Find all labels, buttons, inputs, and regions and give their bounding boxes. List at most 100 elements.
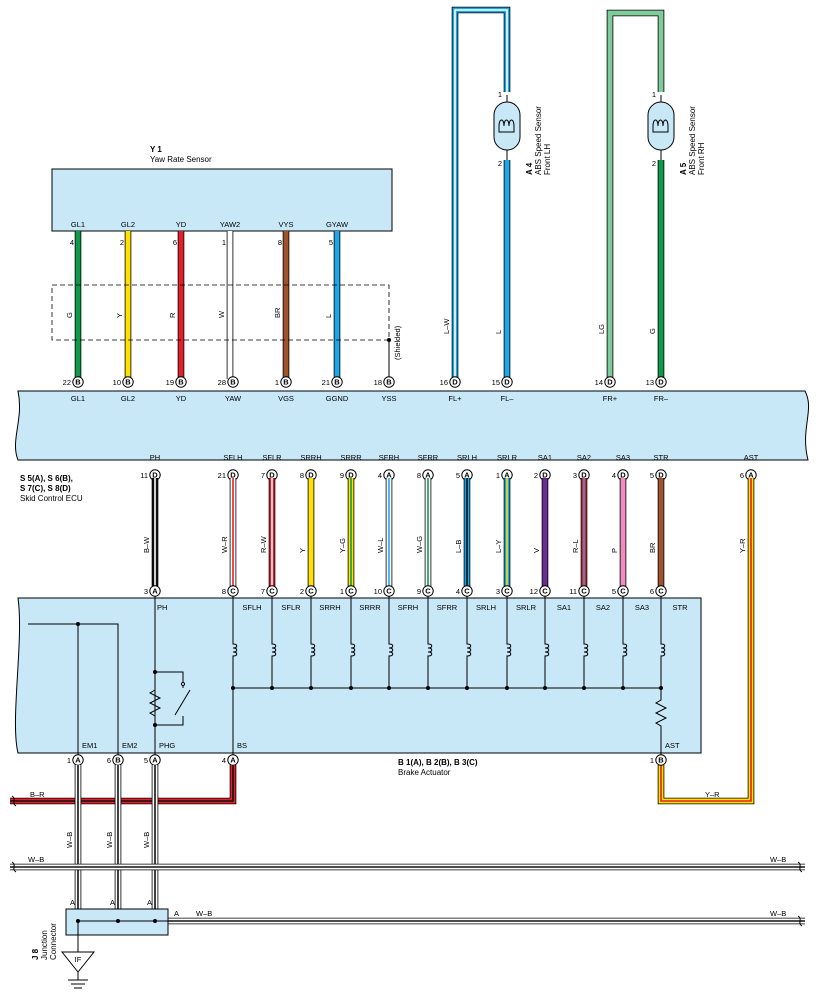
ecu-top-pin-8: D	[501, 376, 513, 388]
ground-symbol	[60, 951, 96, 973]
actuator-top-pin-0: A	[149, 585, 161, 597]
svg-text:A: A	[464, 471, 470, 480]
yaw-wire-label-0: G	[65, 312, 74, 318]
ecu-top-pin-label-2: YD	[176, 394, 187, 403]
yr-wire-label: Y–R	[705, 790, 720, 799]
ecu-bottom-pin-label-11: SA3	[616, 453, 630, 462]
actuator-box	[14, 597, 702, 754]
speed-sensor-0-wire-left-label: L–W	[442, 318, 451, 334]
yaw-pin-label-0: GL1	[71, 220, 85, 229]
ecu-bottom-pin-label-13: AST	[744, 453, 759, 462]
speed-sensor-1-wire-plus	[606, 9, 665, 379]
junction-pin-label-out: A	[174, 909, 179, 918]
br-wire	[10, 765, 237, 805]
svg-text:D: D	[658, 378, 664, 387]
actuator-bottom-label-0: EM1	[82, 741, 97, 750]
svg-text:D: D	[452, 378, 458, 387]
svg-text:B: B	[658, 756, 664, 765]
yaw-pin-num-2: 6	[173, 238, 177, 247]
svg-text:B: B	[230, 378, 236, 387]
svg-text:D: D	[620, 471, 626, 480]
svg-text:A: A	[425, 471, 431, 480]
speed-sensor-1-pin-bottom: 2	[652, 159, 656, 168]
svg-text:D: D	[607, 378, 613, 387]
mid-wire-label-6: W–G	[415, 536, 424, 553]
ecu-bottom-pin-9: D	[539, 469, 551, 481]
wb-bus-1-right-label: W–B	[770, 855, 786, 864]
actuator-top-pin-label-10: SA2	[596, 603, 610, 612]
ecu-bottom-pin-num-0: 11	[140, 471, 148, 480]
actuator-top-pin-label-2: SFLR	[281, 603, 301, 612]
ecu-bottom-pin-num-12: 5	[650, 471, 654, 480]
actuator-code: B 1(A), B 2(B), B 3(C)	[398, 758, 478, 767]
actuator-bottom-label-3: BS	[237, 741, 247, 750]
actuator-top-pin-label-3: SRRH	[319, 603, 340, 612]
actuator-top-pin-num-8: 3	[496, 587, 500, 596]
mid-wire-label-3: Y	[298, 548, 307, 553]
ecu-top-pin-num-7: 16	[440, 378, 448, 387]
ecu-bottom-pin-num-9: 2	[534, 471, 538, 480]
svg-text:D: D	[269, 471, 275, 480]
ecu-top-pin-num-9: 14	[595, 378, 603, 387]
actuator-top-pin-label-6: SFRR	[437, 603, 458, 612]
yaw-wire-label-3: W	[217, 310, 226, 318]
yaw-pin-label-4: VYS	[278, 220, 293, 229]
svg-text:C: C	[542, 587, 548, 596]
ecu-top-pin-label-3: YAW	[225, 394, 242, 403]
ecu-name: Skid Control ECU	[20, 494, 83, 503]
ecu-top-pin-label-4: VGS	[278, 394, 294, 403]
shield-enclosure	[51, 284, 390, 341]
actuator-top-pin-6: C	[422, 585, 434, 597]
svg-text:C: C	[581, 587, 587, 596]
ecu-top-pin-label-7: FL+	[448, 394, 462, 403]
svg-text:D: D	[504, 378, 510, 387]
svg-text:C: C	[504, 587, 510, 596]
svg-text:D: D	[581, 471, 587, 480]
yaw-wire-label-5: L	[324, 314, 333, 318]
actuator-top-pin-num-12: 6	[650, 587, 654, 596]
actuator-top-pin-label-0: PH	[157, 603, 167, 612]
ecu-bottom-pin-label-9: SA1	[538, 453, 552, 462]
ecu-bottom-pin-num-13: 6	[740, 471, 744, 480]
mid-wire-label-2: R–W	[259, 535, 268, 553]
actuator-bottom-label-1: EM2	[122, 741, 137, 750]
ecu-bottom-pin-num-2: 7	[261, 471, 265, 480]
ecu-bottom-pin-13: A	[745, 469, 757, 481]
actuator-top-pin-3: C	[305, 585, 317, 597]
actuator-internal-circuit: AST	[28, 596, 680, 760]
ecu-bottom-pin-6: A	[422, 469, 434, 481]
yaw-pin-num-0: 4	[70, 238, 74, 247]
speed-sensor-0-wire-plus	[451, 6, 511, 379]
ecu-top-pin-num-8: 15	[492, 378, 500, 387]
svg-text:A: A	[75, 756, 81, 765]
ecu-bottom-pin-num-3: 8	[300, 471, 304, 480]
actuator-top-pin-12: C	[655, 585, 667, 597]
ecu-top-pin-4: B	[280, 376, 292, 388]
ecu-top-pin-num-5: 21	[322, 378, 330, 387]
junction-name2: Connector	[49, 923, 58, 960]
wb-bus-2-right-label: W–B	[770, 909, 786, 918]
speed-sensor-1-code: A 5	[679, 162, 688, 175]
actuator-bottom-pin-num-2: 5	[144, 756, 148, 765]
ecu-top-pin-num-1: 10	[113, 378, 121, 387]
yaw-pin-label-3: YAW2	[220, 220, 240, 229]
speed-sensor-1-wire-right-label: G	[648, 328, 657, 334]
ecu-top-pin-num-10: 13	[646, 378, 654, 387]
ecu-bottom-pin-num-11: 4	[612, 471, 616, 480]
ecu-bottom-pin-label-2: SFLR	[262, 453, 282, 462]
actuator-bottom-pin-num-1: 6	[107, 756, 111, 765]
speed-sensor-0-body	[493, 101, 521, 151]
mid-wire-label-8: L–Y	[494, 540, 503, 553]
speed-sensor-0-pin-top: 1	[498, 90, 502, 99]
ecu-top-pin-0: B	[72, 376, 84, 388]
svg-text:C: C	[464, 587, 470, 596]
br-wire-label: B–R	[30, 790, 45, 799]
yaw-pin-label-2: YD	[176, 220, 187, 229]
actuator-top-pin-num-10: 11	[569, 587, 577, 596]
junction-pin-label-2: A	[147, 898, 152, 907]
svg-text:C: C	[425, 587, 431, 596]
actuator-top-pin-label-1: SFLH	[242, 603, 261, 612]
